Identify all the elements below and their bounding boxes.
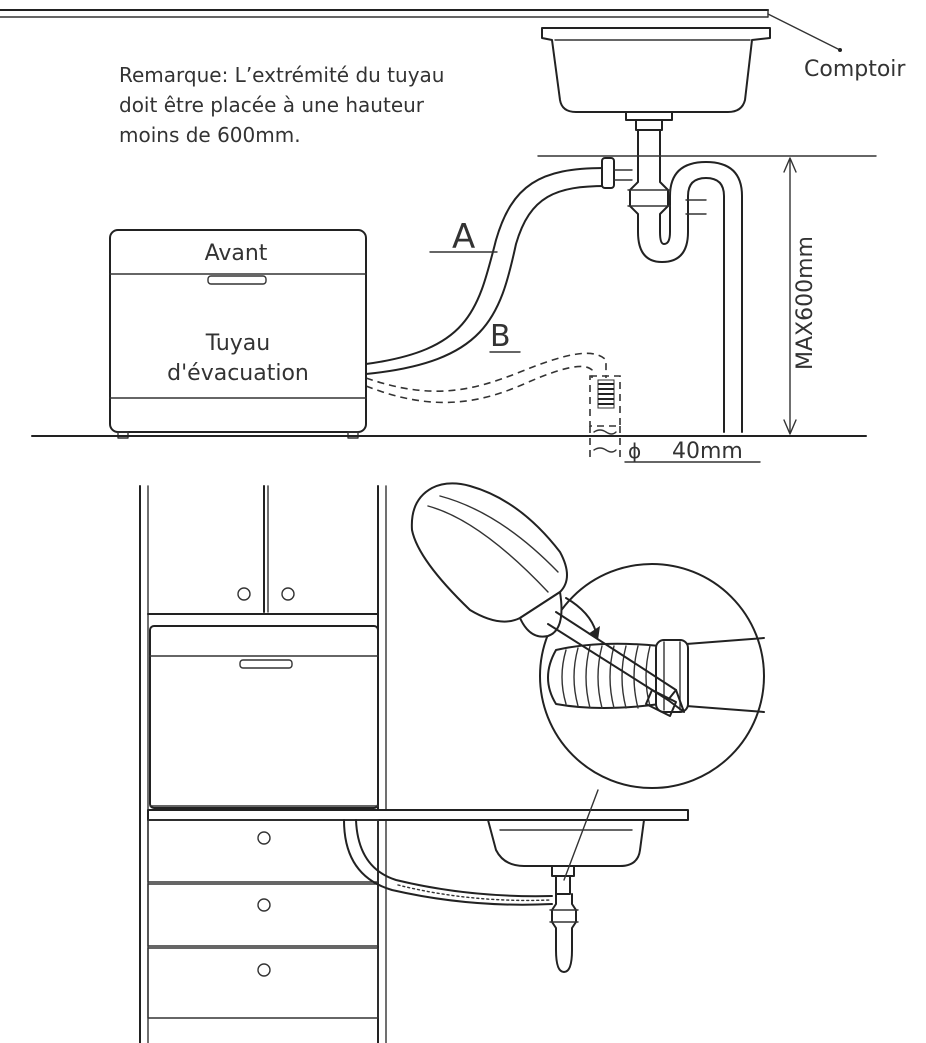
diameter-symbol: ϕ <box>628 439 641 463</box>
drawers <box>147 819 379 1019</box>
dishwasher-front-view <box>109 229 367 439</box>
drawer-knob-2 <box>257 898 271 912</box>
door-knob-right <box>281 587 295 601</box>
top-diagram: Comptoir Remarque: L’extrémité du tuyau … <box>0 9 906 464</box>
hose-b-label: B <box>490 319 511 354</box>
hose-label-line-2: d'évacuation <box>167 361 309 386</box>
drawer-knob-1 <box>257 831 271 845</box>
diameter-value: 40mm <box>672 439 743 464</box>
countertop-leader-line <box>767 13 841 51</box>
bottom-diagram <box>139 482 765 1043</box>
sink-basin <box>541 27 771 131</box>
countertop <box>0 9 842 52</box>
built-in-dishwasher <box>149 625 379 809</box>
drawer-knob-3 <box>257 963 271 977</box>
hose-b <box>365 352 621 462</box>
note-line-1: Remarque: L’extrémité du tuyau <box>119 63 444 87</box>
note-line-3: moins de 600mm. <box>119 123 301 147</box>
magnified-detail <box>539 563 765 789</box>
height-label: MAX600mm <box>793 236 818 370</box>
hose-label-line-1: Tuyau <box>205 331 271 356</box>
hose-a-label: A <box>452 217 475 257</box>
height-dimension <box>537 155 877 435</box>
note: Remarque: L’extrémité du tuyau doit être… <box>119 63 444 147</box>
under-counter-sink <box>487 819 645 973</box>
note-line-2: doit être placée à une hauteur <box>119 93 425 117</box>
threaded-hose <box>547 642 661 709</box>
counter-shelf <box>147 809 689 821</box>
countertop-label: Comptoir <box>804 57 906 82</box>
door-knob-left <box>237 587 251 601</box>
front-label: Avant <box>205 241 268 266</box>
p-trap <box>627 129 743 433</box>
standpipe-grille <box>597 379 615 409</box>
drain-hose <box>343 819 553 906</box>
screwdriver-icon <box>410 482 685 713</box>
zoom-leader <box>563 789 599 881</box>
hose-a <box>365 157 633 375</box>
